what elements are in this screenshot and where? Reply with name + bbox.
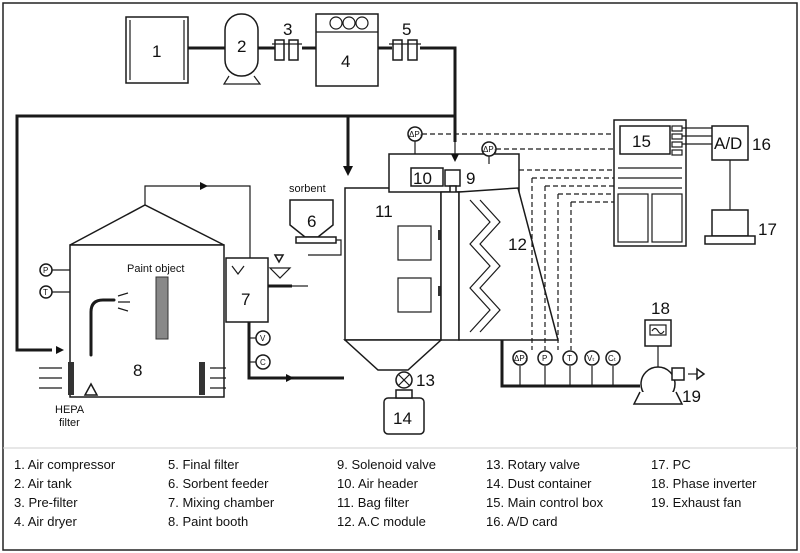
ad-card: A/D 16 <box>711 125 771 210</box>
legend-item: 18. Phase inverter <box>651 476 757 491</box>
legend-item: 11. Bag filter <box>337 495 410 510</box>
label-8: 8 <box>133 361 142 380</box>
label-13: 13 <box>416 371 435 390</box>
main-control-box: 15 <box>613 119 712 247</box>
hepa-label-2: filter <box>59 417 80 429</box>
bag-filter: 11 <box>343 187 443 371</box>
label-2: 2 <box>237 37 246 56</box>
label-1: 1 <box>152 42 161 61</box>
sensor-t-outlet: T <box>567 354 572 363</box>
sensor-v-mix: V <box>260 334 266 343</box>
label-14: 14 <box>393 409 412 428</box>
booth-exhaust-duct <box>144 182 251 258</box>
label-11: 11 <box>375 202 393 221</box>
phase-inverter: 18 <box>644 299 672 367</box>
air-dryer: 4 <box>315 13 379 87</box>
legend-item: 2. Air tank <box>14 476 72 491</box>
legend-item: 12. A.C module <box>337 514 426 529</box>
label-12: 12 <box>508 235 527 254</box>
label-7: 7 <box>241 290 250 309</box>
recirculation-line <box>15 114 455 354</box>
legend-item: 1. Air compressor <box>14 457 116 472</box>
label-4: 4 <box>341 52 350 71</box>
dust-container: 14 <box>383 389 425 435</box>
label-5: 5 <box>402 20 411 39</box>
legend-item: 4. Air dryer <box>14 514 78 529</box>
exhaust-fan: 19 <box>632 366 706 406</box>
legend-item: 15. Main control box <box>486 495 604 510</box>
outlet-duct: ΔP₃ P T Vₜ Cₜ <box>500 340 640 388</box>
signal-lines <box>422 133 614 350</box>
sensor-p-booth: P <box>43 266 48 275</box>
air-supply-line <box>188 46 457 142</box>
rotary-valve: 13 <box>395 371 435 390</box>
label-10: 10 <box>413 169 432 188</box>
sensor-dp3: ΔP₃ <box>514 354 528 363</box>
legend-item: 8. Paint booth <box>168 514 248 529</box>
legend-item: 16. A/D card <box>486 514 558 529</box>
label-17: 17 <box>758 220 777 239</box>
label-9: 9 <box>466 169 475 188</box>
sensor-t-booth: T <box>43 288 48 297</box>
legend-item: 5. Final filter <box>168 457 239 472</box>
booth-sensors: P T <box>39 263 70 299</box>
sensor-c-mix: C <box>260 358 266 367</box>
hepa-label-1: HEPA <box>55 404 85 416</box>
sensor-vt: Vₜ <box>587 354 595 363</box>
label-18: 18 <box>651 299 670 318</box>
legend-item: 14. Dust container <box>486 476 592 491</box>
air-compressor: 1 <box>125 16 189 84</box>
paint-object-label: Paint object <box>127 263 184 275</box>
legend-item: 17. PC <box>651 457 691 472</box>
sorbent-feeder: 6 sorbent <box>268 183 342 288</box>
legend-item: 7. Mixing chamber <box>168 495 275 510</box>
sensor-p-outlet: P <box>542 354 547 363</box>
legend-item: 13. Rotary valve <box>486 457 580 472</box>
paint-booth: Paint object 8 <box>69 204 225 398</box>
label-3: 3 <box>283 20 292 39</box>
legend-item: 3. Pre-filter <box>14 495 78 510</box>
sensor-dp1: ΔP₁ <box>409 130 423 139</box>
label-19: 19 <box>682 387 701 406</box>
legend-item: 6. Sorbent feeder <box>168 476 269 491</box>
pre-filter: 3 <box>272 20 302 61</box>
label-6: 6 <box>307 212 316 231</box>
legend-item: 10. Air header <box>337 476 419 491</box>
ac-module: 12 <box>440 187 559 341</box>
sensor-dp2: ΔP₂ <box>483 145 497 154</box>
legend-item: 19. Exhaust fan <box>651 495 741 510</box>
paint-object <box>155 276 169 340</box>
mixing-chamber: 7 V C <box>225 257 344 382</box>
air-tank: 2 <box>222 13 262 85</box>
label-16: 16 <box>752 135 771 154</box>
legend-item: 9. Solenoid valve <box>337 457 436 472</box>
sorbent-label: sorbent <box>289 183 326 195</box>
final-filter: 5 <box>389 20 421 61</box>
hepa-filter: HEPA filter <box>39 362 226 429</box>
label-15: 15 <box>632 132 651 151</box>
ad-card-label: A/D <box>714 134 742 153</box>
sensor-ct: Cₜ <box>608 354 616 363</box>
pc: 17 <box>704 209 777 245</box>
legend: 1. Air compressor 5. Final filter 9. Sol… <box>14 457 757 529</box>
